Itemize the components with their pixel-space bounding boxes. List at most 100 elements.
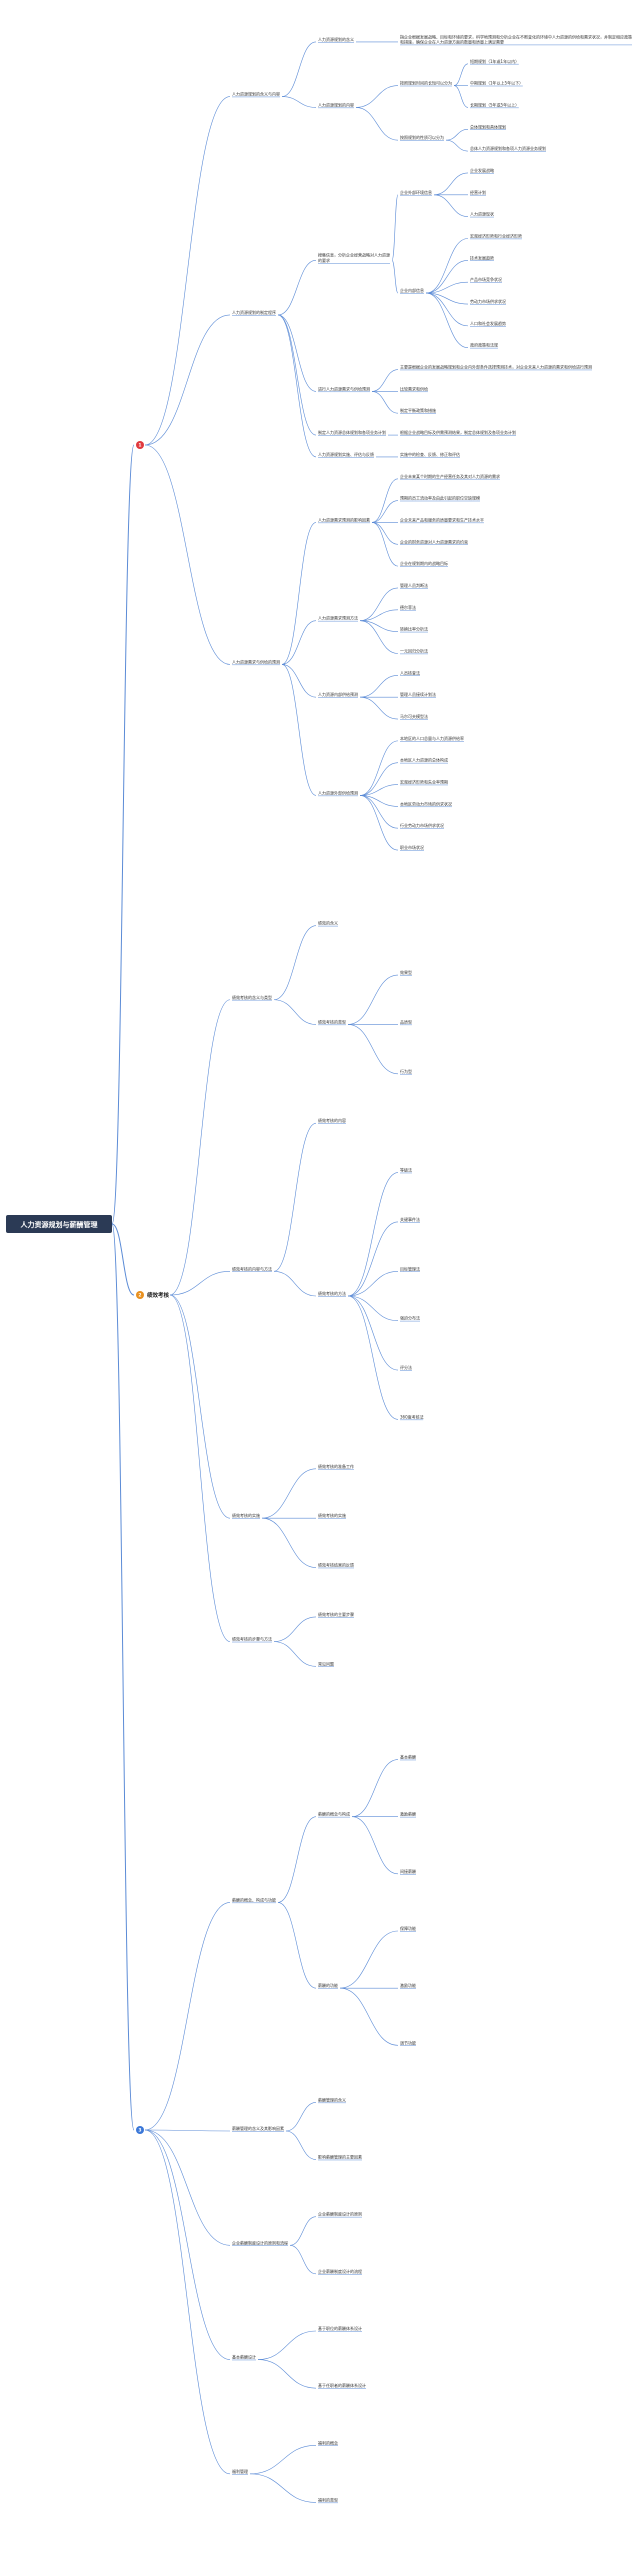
mindmap-node[interactable]: 激励薪酬 <box>400 1811 416 1818</box>
mindmap-node[interactable]: 技术发展趋势 <box>470 254 494 261</box>
mindmap-node[interactable]: 劳动力市场供求状况 <box>470 298 506 305</box>
mindmap-node[interactable]: 人力资源现状 <box>470 211 494 218</box>
mindmap-node[interactable]: 经营计划 <box>470 189 486 196</box>
mindmap-node[interactable]: 人力资源规划的含义 <box>318 36 354 43</box>
mindmap-node[interactable]: 绩效考核的主要步骤 <box>318 1611 354 1618</box>
mindmap-node[interactable]: 绩效考核的类型 <box>318 1018 346 1026</box>
mindmap-node[interactable]: 人口和社会发展趋势 <box>470 320 506 327</box>
mindmap-node[interactable]: 绩效考核结果的反馈 <box>318 1562 354 1569</box>
mindmap-node[interactable]: 绩效考核的含义与类型 <box>232 994 272 1001</box>
root-node[interactable]: 人力资源规划与薪酬管理 <box>6 1215 112 1233</box>
mindmap-node[interactable]: 转换比率分析法 <box>400 626 428 633</box>
mindmap-node[interactable]: 宏观经济形势和失业率预期 <box>400 779 448 786</box>
mindmap-node[interactable]: 薪酬的概念与构成 <box>318 1811 350 1818</box>
mindmap-node[interactable]: 长期规划（5年或5年以上） <box>470 101 519 109</box>
mindmap-node[interactable]: 企业内部信息 <box>400 287 424 294</box>
mindmap-node[interactable]: 人力资源规划的内容 <box>318 101 354 109</box>
mindmap-node[interactable]: 政府政策和法规 <box>470 342 498 349</box>
mindmap-node[interactable]: 福利的类型 <box>318 2496 338 2504</box>
mindmap-node[interactable]: 根据企业战略目标及供需预测结果，制定总体规划及各项业务计划 <box>400 429 516 436</box>
mindmap-node[interactable]: 总体规划和具体规划 <box>470 123 506 130</box>
mindmap-node[interactable]: 绩效考核的内容 <box>318 1117 346 1124</box>
mindmap-node[interactable]: 产品市场竞争状况 <box>470 276 502 283</box>
mindmap-node[interactable]: 本地区劳动力市场的供求状况 <box>400 800 452 808</box>
mindmap-node[interactable]: 绩效考核的内容与方法 <box>232 1265 272 1272</box>
mindmap-node[interactable]: 人力资源规划的含义与内容 <box>232 91 280 98</box>
mindmap-node[interactable]: 行业劳动力市场供求状况 <box>400 822 444 829</box>
mindmap-node[interactable]: 本地区人力资源的总体构成 <box>400 757 448 764</box>
mindmap-node[interactable]: 激励功能 <box>400 1982 416 1989</box>
mindmap-node[interactable]: 企业薪酬制度设计的流程 <box>318 2268 362 2275</box>
mindmap-node[interactable]: 企业薪酬制度设计的原则和流程 <box>232 2239 288 2246</box>
mindmap-node[interactable]: 基于任职者的薪酬体系设计 <box>318 2382 366 2389</box>
mindmap-node[interactable]: 常见问题 <box>318 1660 334 1667</box>
mindmap-node[interactable]: 企业未来产品和服务的质量要求和生产技术水平 <box>400 516 484 524</box>
mindmap-node[interactable]: 人力资源内部供给预测 <box>318 691 358 698</box>
mindmap-node[interactable]: 目标管理法 <box>400 1265 420 1272</box>
mindmap-node[interactable]: 按照规划时间的长短可以分为 <box>400 80 452 87</box>
mindmap-node[interactable]: 薪酬的功能 <box>318 1982 338 1989</box>
mindmap-node[interactable]: 实施中的检查、反馈、修正和评估 <box>400 451 460 458</box>
mindmap-node[interactable]: 福利管理 <box>232 2468 248 2475</box>
mindmap-node[interactable]: 福利的概念 <box>318 2439 338 2446</box>
mindmap-node[interactable]: 本地区的人口总量与人力资源供给率 <box>400 735 464 742</box>
mindmap-node[interactable]: 管理人员接续计划法 <box>400 691 436 698</box>
mindmap-node[interactable]: 绩效考核的准备工作 <box>318 1463 354 1470</box>
mindmap-node[interactable]: 企业外部环境信息 <box>400 189 432 196</box>
mindmap-node[interactable]: 比较需求和供给 <box>400 385 428 393</box>
mindmap-node[interactable]: 薪酬管理的含义 <box>318 2096 346 2104</box>
mindmap-node[interactable]: 人员核查法 <box>400 669 420 676</box>
mindmap-node[interactable]: 总体人力资源规划和各项人力资源业务规划 <box>470 145 546 152</box>
mindmap-node[interactable]: 基本薪酬设计 <box>232 2354 256 2361</box>
mindmap-node[interactable]: 绩效的含义 <box>318 920 338 927</box>
mindmap-node[interactable]: 进行人力资源需求与供给预测 <box>318 385 370 393</box>
mindmap-node[interactable]: 企业未来某个时期的生产经营任务及其对人力资源的需求 <box>400 473 500 480</box>
mindmap-node[interactable]: 360度考核法 <box>400 1413 424 1421</box>
branch-node[interactable]: 3 <box>136 2126 144 2134</box>
mindmap-node[interactable]: 绩效考核的步骤与方法 <box>232 1636 272 1643</box>
mindmap-node[interactable]: 保障功能 <box>400 1925 416 1932</box>
mindmap-node[interactable]: 宏观经济形势和行业经济形势 <box>470 233 522 240</box>
mindmap-node[interactable]: 指企业根据发展战略、目标和环境的要求，科学地预测和分析企业在不断变化的环境中人力… <box>400 33 632 46</box>
mindmap-node[interactable]: 薪酬的概念、构成与功能 <box>232 1896 276 1904</box>
mindmap-node[interactable]: 一元回归分析法 <box>400 648 428 655</box>
mindmap-node[interactable]: 企业在规划期内的战略目标 <box>400 560 448 567</box>
mindmap-node[interactable]: 调节功能 <box>400 2039 416 2046</box>
mindmap-node[interactable]: 企业发展战略 <box>470 167 494 174</box>
mindmap-node[interactable]: 企业的财务资源对人力资源需求的约束 <box>400 538 468 545</box>
mindmap-node[interactable]: 品质型 <box>400 1018 412 1026</box>
mindmap-node[interactable]: 人力资源需求预测的影响因素 <box>318 516 370 524</box>
mindmap-node[interactable]: 人力资源需求预测方法 <box>318 615 358 622</box>
mindmap-node[interactable]: 绩效考核的方法 <box>318 1290 346 1297</box>
mindmap-node[interactable]: 马尔可夫模型法 <box>400 713 428 720</box>
mindmap-node[interactable]: 管理人员判断法 <box>400 582 428 589</box>
mindmap-node[interactable]: 人力资源规划实施、评估与反馈 <box>318 451 374 458</box>
mindmap-node[interactable]: 基本薪酬 <box>400 1754 416 1761</box>
mindmap-node[interactable]: 制定人力资源总体规划和各项业务计划 <box>318 429 386 436</box>
mindmap-node[interactable]: 中期规划（1年以上5年以下） <box>470 80 523 87</box>
mindmap-node[interactable]: 短期规划（1年或1年以内） <box>470 58 519 65</box>
mindmap-node[interactable]: 人力资源需求与供给的预测 <box>232 658 280 666</box>
mindmap-node[interactable]: 等级法 <box>400 1167 412 1174</box>
mindmap-node[interactable]: 间接薪酬 <box>400 1868 416 1875</box>
mindmap-node[interactable]: 按照规划的性质可以分为 <box>400 134 444 141</box>
mindmap-node[interactable]: 预期的员工流动率及由此引起的职位空缺规模 <box>400 495 480 502</box>
mindmap-node[interactable]: 企业薪酬制度设计的原则 <box>318 2211 362 2218</box>
mindmap-node[interactable]: 影响薪酬管理的主要因素 <box>318 2154 362 2161</box>
mindmap-node[interactable]: 关键事件法 <box>400 1216 420 1223</box>
mindmap-node[interactable]: 基于职位的薪酬体系设计 <box>318 2325 362 2332</box>
mindmap-node[interactable]: 职业市场状况 <box>400 844 424 851</box>
mindmap-node[interactable]: 效果型 <box>400 969 412 976</box>
mindmap-node[interactable]: 绩效考核的实施 <box>318 1512 346 1519</box>
mindmap-node[interactable]: 德尔菲法 <box>400 604 416 611</box>
mindmap-node[interactable]: 人力资源外部供给预测 <box>318 789 358 797</box>
mindmap-node[interactable]: 制定平衡政策和措施 <box>400 407 436 414</box>
mindmap-node[interactable]: 绩效考核的实施 <box>232 1512 260 1519</box>
mindmap-node[interactable]: 主要是根据企业的发展战略规划和企业内外部条件选择预测技术，对企业未来人力资源的需… <box>400 364 592 371</box>
mindmap-node[interactable]: 强迫分布法 <box>400 1315 420 1322</box>
mindmap-node[interactable]: 人力资源规划的制定程序 <box>232 309 276 316</box>
branch-node[interactable]: 1 <box>136 441 144 449</box>
mindmap-node[interactable]: 评分法 <box>400 1364 412 1371</box>
